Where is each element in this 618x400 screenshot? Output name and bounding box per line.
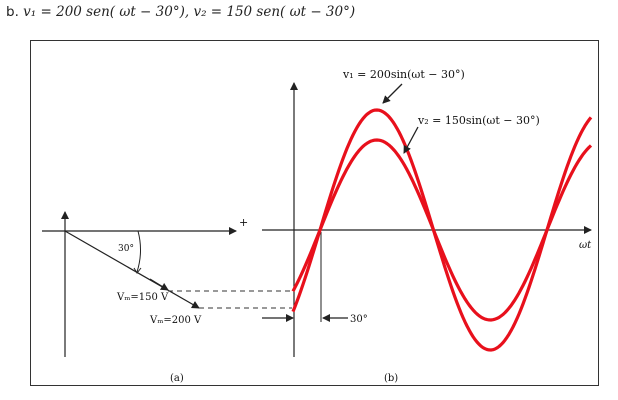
- angle-label: 30°: [118, 244, 134, 254]
- wt-axis-label: ωt: [579, 240, 592, 251]
- v1-equation: v₁ = 200sin(ωt − 30°): [342, 68, 465, 81]
- v1-sine-curve: [291, 108, 593, 352]
- v2-pointer-arrow: [403, 126, 419, 154]
- problem-prefix: b.: [6, 4, 19, 20]
- v1-phasor-label: Vₘ=200 V: [149, 315, 202, 326]
- phasor-v1: [64, 230, 200, 309]
- angle-arc: [136, 230, 141, 273]
- shift-label: 30°: [350, 314, 368, 325]
- angle-arc-arrow: [133, 267, 142, 274]
- problem-statement: b. v₁ = 200 sen( ωt − 30°), v₂ = 150 sen…: [6, 4, 355, 20]
- wave-curves: [291, 108, 593, 352]
- v1-pointer-arrow: [382, 83, 403, 104]
- caption-b: (b): [384, 373, 398, 384]
- v2-equation: v₂ = 150sin(ωt − 30°): [417, 114, 540, 127]
- figure-frame: [30, 40, 599, 386]
- caption-a: (a): [170, 373, 184, 384]
- phasor-v2-marker: [149, 278, 169, 291]
- v2-phasor-label: Vₘ=150 V: [116, 292, 169, 303]
- plus-sign: +: [239, 216, 248, 229]
- problem-equations: v₁ = 200 sen( ωt − 30°), v₂ = 150 sen( ω…: [23, 4, 356, 20]
- v2-sine-curve: [291, 138, 593, 322]
